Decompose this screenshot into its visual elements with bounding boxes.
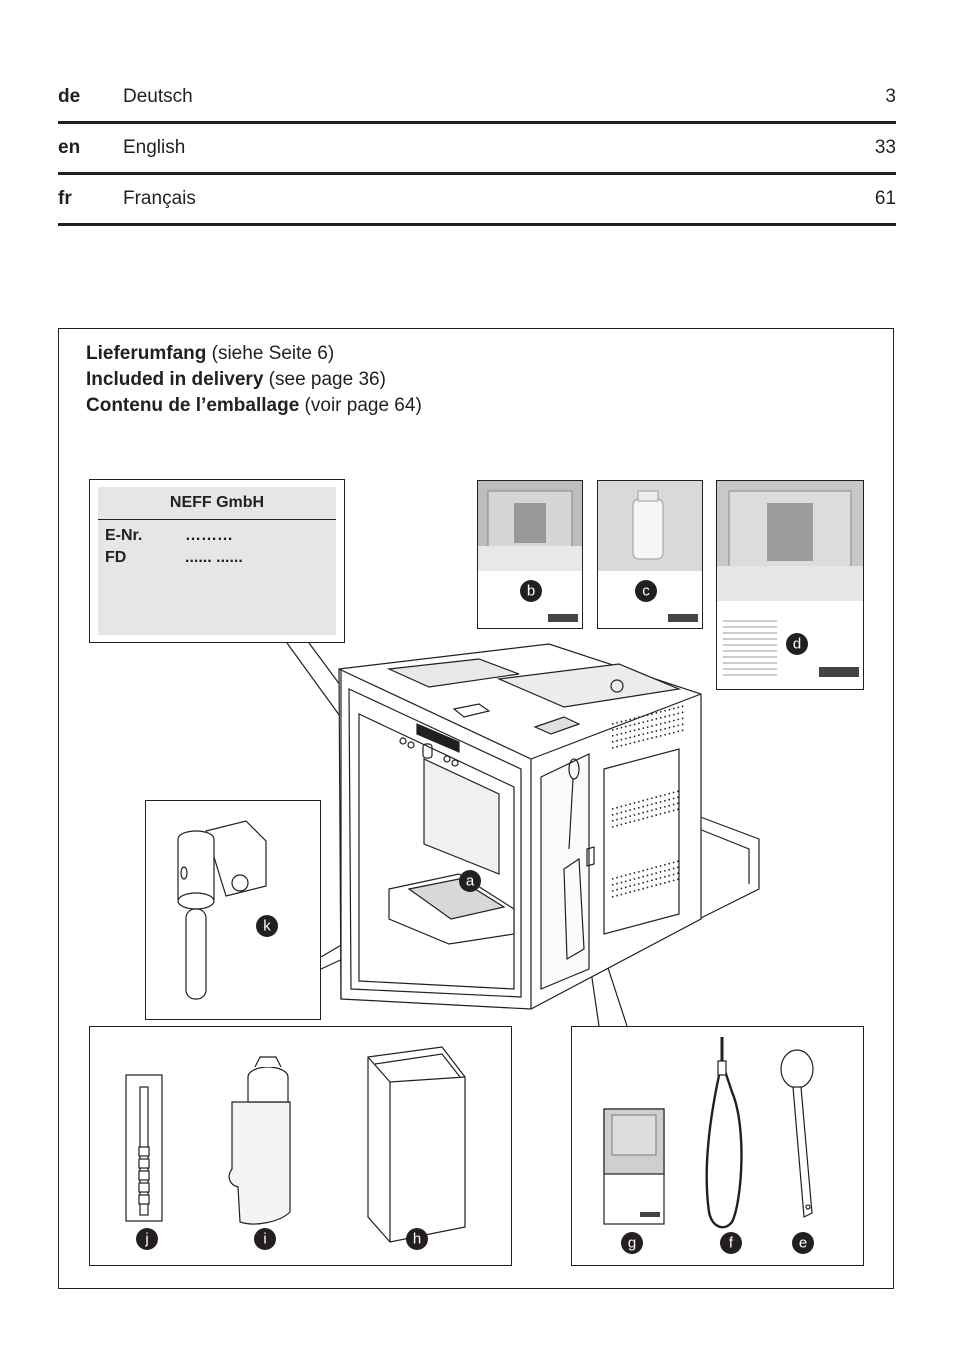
milk-connector-box: k bbox=[145, 800, 321, 1020]
svg-text:g: g bbox=[628, 1235, 636, 1252]
rating-plate-inner: NEFF GmbH E-Nr.……… FD...... ...... bbox=[98, 487, 336, 635]
toc-page: 3 bbox=[885, 85, 896, 107]
toc-row-de[interactable]: de Deutsch 3 bbox=[58, 72, 896, 124]
toc-language: Deutsch bbox=[123, 85, 193, 107]
svg-text:h: h bbox=[413, 1231, 421, 1248]
delivery-contents-panel: Lieferumfang (siehe Seite 6) Included in… bbox=[58, 328, 894, 1289]
label-b: b bbox=[520, 580, 542, 602]
coffee-machine-illustration bbox=[286, 642, 760, 1027]
delivery-line-en: Included in delivery (see page 36) bbox=[86, 369, 386, 390]
toc-code: en bbox=[58, 137, 81, 158]
rating-plate-divider bbox=[98, 519, 336, 520]
toc-code: de bbox=[58, 85, 81, 107]
svg-text:d: d bbox=[793, 636, 801, 653]
label-c: c bbox=[635, 580, 657, 602]
label-e: e bbox=[792, 1232, 814, 1254]
instruction-booklet: b bbox=[477, 480, 583, 629]
filter-and-container-drawing: j i h bbox=[125, 1046, 466, 1250]
filter-and-container-box: j i h bbox=[89, 1026, 512, 1266]
label-i: i bbox=[254, 1228, 276, 1250]
toc-page: 33 bbox=[874, 137, 896, 158]
svg-text:k: k bbox=[263, 918, 271, 935]
machine-body bbox=[338, 643, 702, 1010]
toc-page: 61 bbox=[874, 188, 896, 209]
rating-plate-row: FD...... ...... bbox=[105, 549, 243, 566]
svg-text:c: c bbox=[642, 583, 650, 600]
toc-row-en[interactable]: en English 33 bbox=[58, 124, 896, 175]
water-filter-leaflet: c bbox=[597, 480, 703, 629]
svg-text:f: f bbox=[729, 1235, 734, 1252]
label-j: j bbox=[136, 1228, 158, 1250]
label-f: f bbox=[720, 1232, 742, 1254]
table-of-contents: de Deutsch 3 en English 33 fr Français 6… bbox=[58, 72, 896, 226]
svg-text:i: i bbox=[263, 1231, 266, 1248]
label-k: k bbox=[256, 915, 278, 937]
toc-code: fr bbox=[58, 188, 72, 209]
rating-plate-title: NEFF GmbH bbox=[169, 494, 265, 511]
toc-row-fr[interactable]: fr Français 61 bbox=[58, 175, 896, 226]
accessories-drawing: g f e bbox=[603, 1037, 814, 1254]
delivery-line-de: Lieferumfang (siehe Seite 6) bbox=[86, 343, 335, 364]
delivery-line-fr: Contenu de l’emballage (voir page 64) bbox=[86, 395, 422, 416]
accessories-box: g f e bbox=[571, 1026, 864, 1266]
milk-connector-drawing: k bbox=[177, 820, 278, 1000]
toc-language: Français bbox=[123, 188, 196, 209]
svg-text:j: j bbox=[144, 1231, 148, 1248]
svg-text:e: e bbox=[799, 1235, 807, 1252]
label-g: g bbox=[621, 1232, 643, 1254]
delivery-heading: Lieferumfang (siehe Seite 6) Included in… bbox=[86, 341, 422, 419]
svg-text:b: b bbox=[527, 583, 535, 600]
label-h: h bbox=[406, 1228, 428, 1250]
rating-plate: NEFF GmbH E-Nr.……… FD...... ...... bbox=[89, 479, 345, 643]
toc-language: English bbox=[123, 137, 186, 158]
rating-plate-row: E-Nr.……… bbox=[105, 527, 233, 544]
quick-reference-guide: d bbox=[716, 480, 864, 690]
label-d: d bbox=[786, 633, 808, 655]
